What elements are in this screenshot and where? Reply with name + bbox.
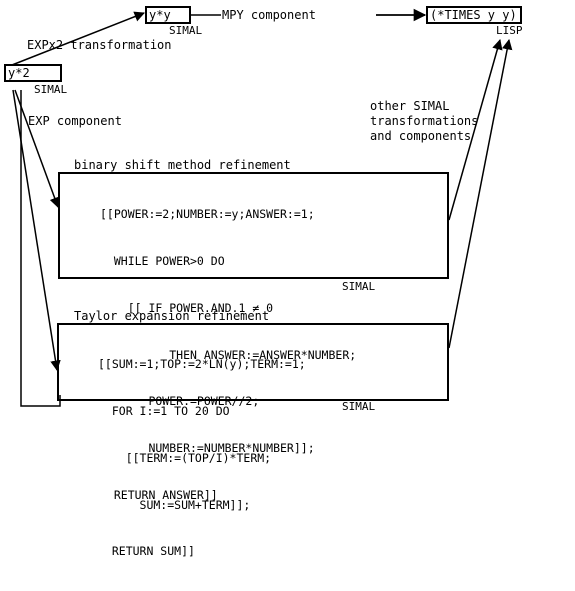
expx2-arrow	[11, 11, 145, 66]
binary-line: THEN ANSWER:=ANSWER*NUMBER;	[100, 347, 357, 362]
binary-box	[58, 172, 449, 279]
taylor-line: SUM:=SUM+TERM]];	[98, 497, 251, 512]
node-times-tag: LISP	[496, 24, 523, 37]
exp-arrow-binary	[14, 89, 60, 208]
node-yy-label: y*y	[149, 8, 171, 22]
binary-line: [[POWER:=2;NUMBER:=y;ANSWER:=1;	[100, 207, 315, 222]
node-yy-tag: SIMAL	[169, 24, 203, 37]
refinement-diagram: y*y SIMAL (*TIMES y y) LISP y*2 SIMAL MP…	[4, 6, 523, 558]
taylor-line: RETURN SUM]]	[98, 544, 195, 559]
node-y2-box	[4, 64, 62, 82]
exp-arrow-taylor	[12, 89, 61, 372]
taylor-tag: SIMAL	[342, 400, 376, 413]
taylor-box	[57, 323, 449, 401]
other-label-2: transformations	[370, 114, 479, 128]
node-yy-box	[145, 6, 191, 24]
binary-code: [[POWER:=2;NUMBER:=y;ANSWER:=1; WHILE PO…	[100, 176, 356, 535]
connector-layer	[11, 8, 513, 407]
binary-tag: SIMAL	[342, 280, 376, 293]
binary-title: binary shift method refinement	[74, 158, 291, 172]
taylor-title: Taylor expansion refinement	[74, 309, 270, 323]
node-y2-label: y*2	[8, 66, 30, 80]
other-arrow-from-binary	[448, 38, 503, 221]
node-times-box	[426, 6, 522, 24]
other-label-1: other SIMAL	[370, 99, 450, 113]
binary-line: [[ IF POWER.AND.1 ≠ 0	[100, 300, 274, 315]
taylor-line: [[SUM:=1;TOP:=2*LN(y);TERM:=1;	[98, 357, 306, 372]
exp-label: EXP component	[28, 114, 122, 128]
binary-line: POWER:=POWER//2;	[100, 394, 260, 409]
taylor-code: [[SUM:=1;TOP:=2*LN(y);TERM:=1; FOR I:=1 …	[98, 326, 306, 591]
mpy-label: MPY component	[222, 8, 316, 22]
node-y2-tag: SIMAL	[34, 83, 68, 96]
node-times-label: (*TIMES y y)	[430, 8, 517, 22]
other-arrow-from-taylor	[448, 38, 513, 349]
expx2-label: EXPx2 transformation	[27, 38, 172, 52]
taylor-line: [[TERM:=(TOP/I)*TERM;	[98, 450, 272, 465]
binary-line: WHILE POWER>0 DO	[100, 253, 225, 268]
other-arrow-from-y2	[20, 90, 61, 407]
other-label-3: and components	[370, 129, 472, 143]
